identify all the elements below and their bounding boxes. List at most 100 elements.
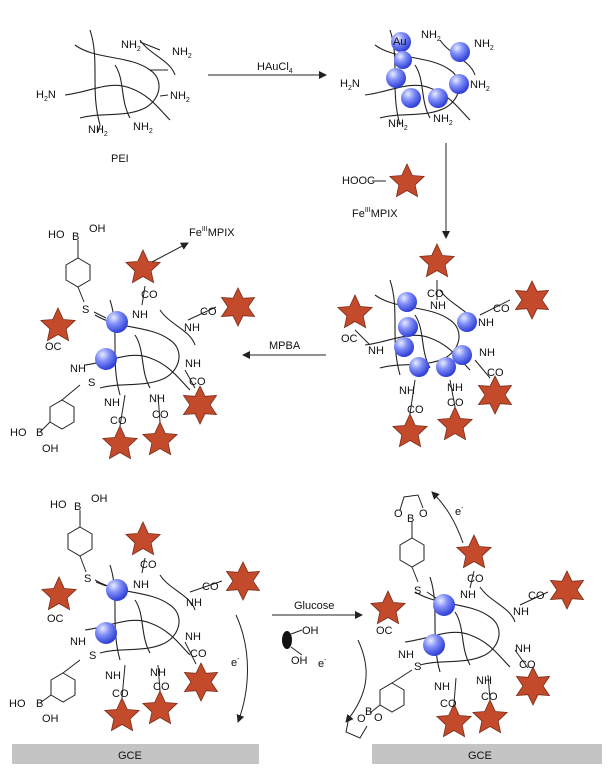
svg-text:NH: NH: [515, 643, 531, 655]
svg-text:NH: NH: [513, 606, 529, 618]
svg-text:NH: NH: [186, 597, 202, 609]
svg-text:CO: CO: [112, 688, 129, 700]
svg-text:B: B: [36, 427, 43, 439]
svg-text:NH: NH: [430, 300, 446, 312]
svg-text:HOOC: HOOC: [342, 175, 375, 187]
svg-text:CO: CO: [200, 306, 217, 318]
svg-text:CO: CO: [493, 303, 510, 315]
femp-star-icon: [389, 163, 425, 198]
electron-label-top: e-: [455, 505, 464, 518]
svg-text:OH: OH: [302, 625, 319, 637]
svg-text:H2N: H2N: [36, 89, 56, 103]
svg-text:S: S: [88, 377, 95, 389]
electrode-bound-structure: [39, 510, 260, 732]
arrow-haucl4: HAuCl4: [208, 61, 327, 79]
gce-electrode-right: GCE: [372, 744, 602, 764]
au-nanoparticle: [450, 42, 470, 62]
svg-text:NH: NH: [132, 309, 148, 321]
svg-text:B: B: [72, 231, 79, 243]
haucl4-label: HAuCl4: [257, 61, 293, 75]
svg-text:OH: OH: [89, 223, 106, 235]
svg-text:HO: HO: [48, 229, 65, 241]
svg-text:NH2: NH2: [474, 38, 494, 52]
svg-text:CO: CO: [528, 590, 545, 602]
glucose-bound-structure: [345, 491, 584, 739]
svg-text:NH2: NH2: [433, 113, 453, 127]
svg-text:CO: CO: [110, 415, 127, 427]
au-pei-structure: [364, 29, 476, 126]
au-pei-femp-structure: [337, 243, 549, 448]
svg-text:NH2: NH2: [88, 124, 108, 138]
svg-text:CO: CO: [202, 581, 219, 593]
gce-label-left: GCE: [118, 750, 142, 762]
arrow-glucose: Glucose OH OH e-: [272, 600, 363, 670]
svg-text:CO: CO: [519, 659, 536, 671]
svg-text:H2N: H2N: [340, 78, 360, 92]
svg-text:OH: OH: [42, 443, 59, 455]
glucose-diol-icon: [282, 631, 292, 649]
svg-text:CO: CO: [487, 367, 504, 379]
svg-text:FeIIIMPIX: FeIIIMPIX: [352, 207, 398, 220]
svg-text:NH: NH: [434, 681, 450, 693]
svg-text:CO: CO: [190, 648, 207, 660]
svg-text:NH: NH: [149, 393, 165, 405]
svg-text:S: S: [82, 304, 89, 316]
svg-text:CO: CO: [189, 376, 206, 388]
mpba-label: MPBA: [269, 340, 301, 352]
au-label: Au: [393, 36, 406, 48]
svg-text:NH2: NH2: [421, 29, 441, 43]
svg-text:NH: NH: [399, 385, 415, 397]
svg-text:OC: OC: [341, 333, 358, 345]
svg-text:OC: OC: [47, 613, 64, 625]
svg-text:S: S: [84, 573, 91, 585]
svg-text:NH: NH: [185, 631, 201, 643]
svg-text:NH2: NH2: [470, 79, 490, 93]
svg-text:OC: OC: [376, 625, 393, 637]
svg-text:B: B: [74, 501, 81, 513]
svg-text:NH2: NH2: [121, 39, 141, 53]
svg-text:NH2: NH2: [170, 90, 190, 104]
svg-text:CO: CO: [141, 289, 158, 301]
glucose-bound-labels: O B O e- S CO NH CO NH OC NH S NH CO NH …: [357, 505, 545, 725]
svg-text:OH: OH: [291, 655, 308, 667]
svg-text:O: O: [374, 712, 383, 724]
svg-text:S: S: [414, 585, 421, 597]
mpba-modified-labels: HO B OH FeIIIMPIX S CO NH CO NH OC NH S …: [10, 223, 235, 455]
au-pei-labels: Au NH2 NH2 NH2 H2N NH2 NH2: [340, 29, 494, 132]
svg-text:NH2: NH2: [133, 121, 153, 135]
svg-text:NH: NH: [70, 363, 86, 375]
electrode-bound-labels: HO B OH S CO NH CO NH OC NH S NH CO NH C…: [9, 493, 240, 725]
au-nanoparticle: [428, 88, 448, 108]
arrow-femp-coupling: HOOC FeIIIMPIX: [342, 143, 450, 239]
svg-text:CO: CO: [481, 691, 498, 703]
au-nanoparticle: [449, 74, 469, 94]
svg-text:CO: CO: [440, 698, 457, 710]
svg-text:NH: NH: [133, 579, 149, 591]
svg-text:NH: NH: [398, 649, 414, 661]
svg-text:NH: NH: [368, 345, 384, 357]
pei-amine-labels: NH2 NH2 NH2 H2N NH2 NH2: [36, 39, 192, 138]
svg-text:CO: CO: [153, 681, 170, 693]
svg-text:NH: NH: [479, 347, 495, 359]
svg-text:B: B: [407, 513, 414, 525]
svg-text:O: O: [357, 713, 366, 725]
femp-label: FeIIIMPIX: [189, 226, 235, 239]
svg-text:NH2: NH2: [172, 46, 192, 60]
svg-text:HO: HO: [10, 427, 27, 439]
svg-text:NH: NH: [460, 589, 476, 601]
pei-label: PEI: [111, 153, 129, 165]
svg-text:NH: NH: [105, 670, 121, 682]
svg-text:OC: OC: [45, 341, 62, 353]
pei-structure: [64, 29, 176, 133]
svg-text:CO: CO: [152, 409, 169, 421]
au-nanoparticle: [394, 51, 412, 69]
gce-electrode-left: GCE: [12, 744, 259, 764]
svg-text:HO: HO: [9, 698, 26, 710]
svg-text:NH: NH: [476, 675, 492, 687]
svg-text:O: O: [394, 508, 403, 520]
svg-text:S: S: [89, 650, 96, 662]
svg-text:CO: CO: [407, 404, 424, 416]
svg-text:S: S: [414, 661, 421, 673]
au-nanoparticle: [386, 68, 406, 88]
svg-text:NH: NH: [184, 322, 200, 334]
